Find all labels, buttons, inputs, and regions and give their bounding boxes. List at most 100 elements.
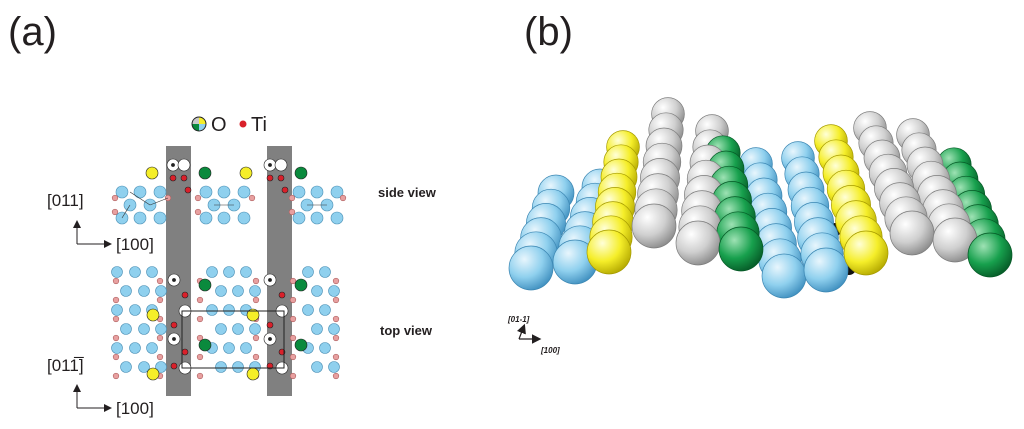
titanium-atom-bulk: [332, 353, 340, 361]
titanium-atom-bulk: [111, 194, 119, 202]
oxygen-atom-bulk: [111, 304, 123, 316]
oxygen-atom-green: [294, 278, 308, 292]
titanium-atom-bulk: [289, 353, 297, 361]
oxygen-atom-bulk: [302, 266, 314, 278]
titanium-atom-bulk: [156, 334, 164, 342]
top-view-structure: [111, 266, 340, 381]
titanium-atom: [277, 174, 285, 182]
unit-cell-outline: [181, 310, 285, 369]
oxygen-atom-bulk: [215, 285, 227, 297]
oxygen-atom-bulk: [223, 342, 235, 354]
side-view-label: side view: [378, 185, 437, 200]
titanium-atom-bulk: [332, 372, 340, 380]
oxygen-atom-bulk: [138, 361, 150, 373]
titanium-atom: [181, 291, 189, 299]
oxygen-atom-yellow: [146, 367, 160, 381]
oxygen-sphere-green: [967, 232, 1013, 278]
oxygen-atom-bulk: [206, 266, 218, 278]
oxygen-atom-marker: [172, 337, 176, 341]
oxygen-atom-bulk: [111, 266, 123, 278]
oxygen-atom-bulk: [328, 285, 340, 297]
oxygen-atom-bulk: [311, 323, 323, 335]
panel-a-label: (a): [8, 10, 57, 54]
oxygen-atom-bulk: [310, 185, 324, 199]
panel-b-label: (b): [524, 10, 573, 54]
oxygen-atom-bulk: [215, 323, 227, 335]
bond-line: [149, 197, 169, 206]
oxygen-atom-bulk: [292, 185, 306, 199]
oxygen-atom-marker: [268, 337, 272, 341]
oxygen-atom-bulk: [232, 361, 244, 373]
oxygen-atom-bulk: [223, 266, 235, 278]
panel-b-axis-horizontal: [100]: [540, 346, 560, 355]
surface-3d-model: [508, 97, 1013, 299]
side-view-structure: [111, 158, 347, 225]
titanium-atom: [170, 321, 178, 329]
titanium-atom-bulk: [289, 334, 297, 342]
panel-b-axis-vertical: [01-1]: [507, 315, 530, 324]
oxygen-sphere-grey: [889, 210, 935, 256]
top-view-axis-vertical: [011̅]: [47, 356, 84, 375]
side-view-axis-horizontal: [100]: [116, 235, 154, 254]
oxygen-atom-green: [294, 338, 308, 352]
oxygen-atom-yellow: [246, 367, 260, 381]
oxygen-atom-bulk: [330, 185, 344, 199]
oxygen-atom-bulk: [138, 323, 150, 335]
titanium-atom-bulk: [156, 277, 164, 285]
oxygen-atom-bulk: [138, 285, 150, 297]
oxygen-atom-bulk: [237, 185, 251, 199]
titanium-atom-bulk: [339, 194, 347, 202]
oxygen-atom-green: [294, 166, 308, 180]
oxygen-atom-bulk: [330, 211, 344, 225]
titanium-atom: [281, 186, 289, 194]
oxygen-sphere-blue: [803, 247, 849, 293]
oxygen-atom-bulk: [153, 211, 167, 225]
oxygen-atom-bulk: [292, 211, 306, 225]
oxygen-atom-bulk: [302, 304, 314, 316]
oxygen-atom-bulk: [319, 266, 331, 278]
oxygen-legend-icon: [191, 116, 207, 132]
oxygen-atom-bulk: [155, 361, 167, 373]
titanium-atom: [278, 291, 286, 299]
titanium-atom-bulk: [111, 208, 119, 216]
oxygen-atom-yellow: [246, 308, 260, 322]
oxygen-atom-bulk: [319, 304, 331, 316]
oxygen-atom-bulk: [153, 185, 167, 199]
oxygen-atom-bulk: [199, 185, 213, 199]
titanium-atom: [169, 174, 177, 182]
oxygen-atom-bulk: [319, 342, 331, 354]
titanium-atom-bulk: [196, 315, 204, 323]
titanium-atom: [184, 186, 192, 194]
titanium-atom-bulk: [288, 194, 296, 202]
oxygen-atom-green: [198, 166, 212, 180]
titanium-atom-bulk: [194, 208, 202, 216]
titanium-atom-bulk: [248, 194, 256, 202]
oxygen-atom-green: [198, 338, 212, 352]
titanium-atom-bulk: [156, 353, 164, 361]
oxygen-atom-bulk: [215, 361, 227, 373]
titanium-atom: [181, 348, 189, 356]
oxygen-atom-bulk: [115, 185, 129, 199]
panel-b-axes: [01-1] [100]: [507, 315, 560, 355]
oxygen-atom-yellow: [239, 166, 253, 180]
titanium-legend-icon: [239, 120, 247, 128]
legend-ti-label: Ti: [251, 114, 267, 136]
oxygen-atom-bulk: [111, 342, 123, 354]
titanium-atom-bulk: [252, 296, 260, 304]
bond-line: [129, 191, 151, 206]
oxygen-atom-bulk: [232, 323, 244, 335]
oxygen-sphere-blue: [508, 245, 554, 291]
oxygen-atom-bulk: [310, 211, 324, 225]
titanium-atom: [266, 321, 274, 329]
oxygen-atom-bulk: [206, 304, 218, 316]
titanium-atom-bulk: [112, 353, 120, 361]
oxygen-atom-white: [177, 158, 191, 172]
oxygen-atom-bulk: [120, 285, 132, 297]
oxygen-atom-bulk: [146, 266, 158, 278]
bond-line: [121, 204, 131, 219]
oxygen-atom-bulk: [249, 323, 261, 335]
oxygen-atom-bulk: [133, 211, 147, 225]
oxygen-atom-marker: [172, 278, 176, 282]
oxygen-atom-bulk: [232, 285, 244, 297]
titanium-atom-bulk: [112, 296, 120, 304]
